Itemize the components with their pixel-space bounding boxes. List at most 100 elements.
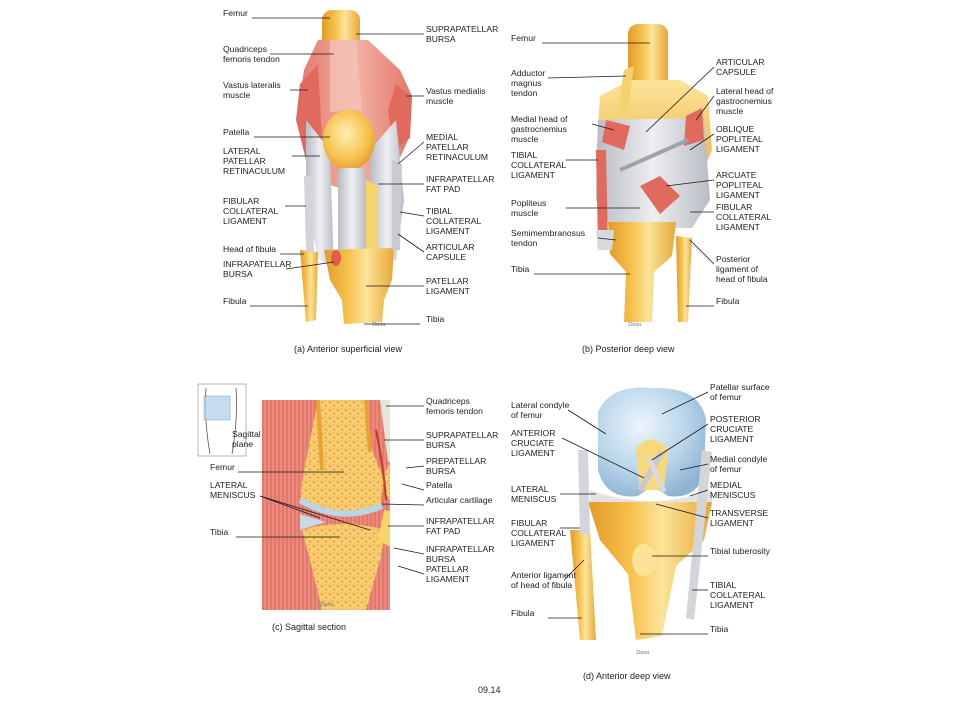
caption-b: (b) Posterior deep view [582,344,675,354]
femur-cortex-c [316,400,372,471]
pcl-d [645,454,667,494]
label-c-0: Femur [210,462,235,472]
fat-pad-c [378,510,390,547]
panel-b-illustration: Dana [596,24,712,328]
label-d-13: Tibia [710,624,729,634]
panel-a-illustration: Dana [296,10,412,328]
signature-c: Dana [319,602,333,608]
fibular-collateral-d [578,450,590,534]
tibial-tuberosity-d [632,544,656,576]
fibular-collateral-a [304,176,314,252]
inset-label: Sagittal plane [232,429,263,449]
label-a-16: Tibia [426,314,445,324]
sagittal-plane-marker [203,395,231,421]
panel-d-illustration: Dana [570,387,712,656]
panel-c-inset: Sagittal plane [197,383,263,457]
label-c-2: Tibia [210,527,229,537]
label-a-8: Fibula [223,296,247,306]
label-c-7: Articular cartilage [426,495,493,505]
label-b-13: Fibula [716,296,740,306]
popliteus-b [640,176,680,214]
label-b-0: Femur [511,33,536,43]
label-c-6: Patella [426,480,452,490]
label-d-5: Fibula [511,608,535,618]
meniscus-c [300,514,326,530]
fibula-b [676,236,692,322]
tibial-collateral-b [596,150,608,246]
tibia-b [608,222,676,322]
medial-gastroc-b [602,120,630,150]
patella-section-c [384,463,390,501]
label-a-0: Femur [223,8,248,18]
fibula-d [570,530,596,640]
figure-number: 09.14 [478,685,501,695]
adductor-tendon-b [618,66,634,110]
patellar-ligament-c [392,504,404,600]
caption-c: (c) Sagittal section [272,622,346,632]
label-a-6: Head of fibula [223,244,276,254]
leader-lines [236,17,715,635]
patella-a [323,110,375,170]
tibia-section-c [302,524,386,610]
signature-a: Dana [371,322,385,328]
acl-d [637,450,665,492]
label-a-3: Patella [223,127,249,137]
signature-b: Dana [627,322,641,328]
fat-pad-a [366,180,378,262]
lateral-gastroc-b [684,108,704,146]
panel-c-illustration: Dana [262,400,404,610]
caption-a: (a) Anterior superficial view [294,344,403,354]
signature-d: Dana [635,650,649,656]
label-d-11: Tibial tuberosity [710,546,771,556]
oblique-ligament-b [619,138,689,172]
fibula-a [300,250,318,322]
tibia-a [324,248,394,324]
label-b-6: Tibia [511,264,530,274]
bursa-line-c [375,429,387,501]
quadriceps-tendon-a [330,40,362,112]
semimembranosus-b [596,230,614,250]
caption-d: (d) Anterior deep view [583,671,671,681]
quadriceps-tendon-c [380,400,390,462]
